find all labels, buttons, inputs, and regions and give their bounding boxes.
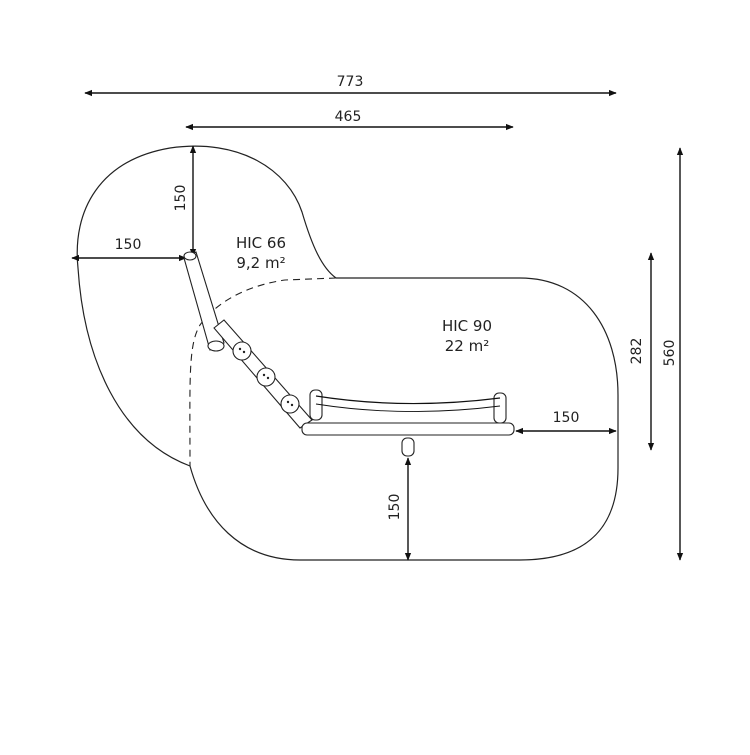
hic66-safety-zone-outline <box>76 145 337 467</box>
bottom-vertical-label: 150 <box>387 494 403 521</box>
inner-height-label: 282 <box>629 338 645 365</box>
hic90-area: 22 m² <box>445 337 489 355</box>
total-width-label: 773 <box>337 74 364 90</box>
hic66-label: HIC 66 <box>236 234 286 252</box>
hic66-hidden-edge <box>189 277 337 467</box>
hic66-area: 9,2 m² <box>236 254 285 272</box>
angled-log-post <box>183 251 225 352</box>
right-horizontal-label: 150 <box>553 410 580 426</box>
inner-width-label: 465 <box>335 109 362 125</box>
total-height-label: 560 <box>662 340 678 367</box>
horizontal-rope-beam <box>301 389 515 457</box>
diagonal-balance-beam <box>213 319 313 429</box>
hic90-safety-zone-outline <box>189 277 619 561</box>
left-horizontal-label: 150 <box>115 237 142 253</box>
hic90-label: HIC 90 <box>442 317 492 335</box>
left-top-vertical-label: 150 <box>173 185 189 212</box>
